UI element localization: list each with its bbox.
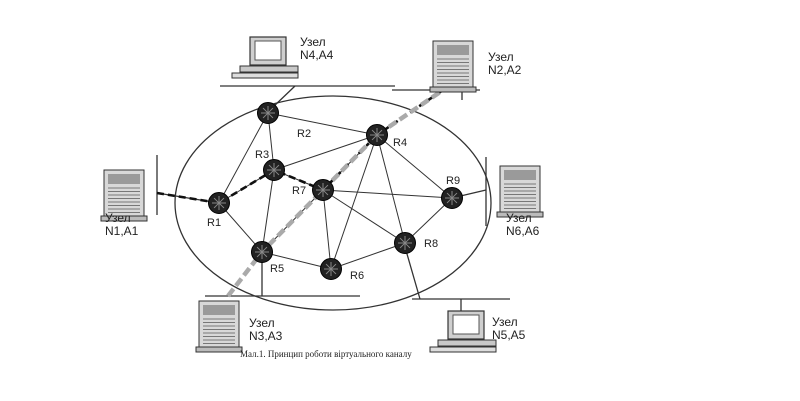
host-label-line2: N3,A3 <box>249 329 283 343</box>
router-r1: R1 <box>207 192 230 229</box>
server-base <box>429 86 477 93</box>
monitor-screen <box>452 314 480 335</box>
router-arrow <box>268 164 280 176</box>
router-r3: R3 <box>255 149 285 181</box>
router-label: R3 <box>255 149 269 161</box>
bus-n4-drop <box>271 85 296 109</box>
router-r2: R2 <box>257 102 311 140</box>
server-bay <box>504 170 536 180</box>
server-base <box>195 346 243 353</box>
router-label: R1 <box>207 217 221 229</box>
router-arrow <box>371 129 383 141</box>
host-label-line2: N1,A1 <box>105 224 139 238</box>
computer-case <box>437 339 497 347</box>
router-label: R7 <box>292 185 306 197</box>
computer-case <box>239 65 299 73</box>
server-base <box>100 215 148 222</box>
link-r3-r5 <box>261 169 275 253</box>
router-label: R8 <box>424 238 438 250</box>
router-r7: R7 <box>292 179 334 201</box>
server-bay <box>437 45 469 55</box>
router-arrow <box>317 184 329 196</box>
server-bay <box>203 305 235 315</box>
router-arrow <box>213 197 225 209</box>
link-r4-r6 <box>330 134 378 270</box>
host-label-line1: Узел <box>488 50 514 64</box>
link-r4-r8 <box>376 134 406 244</box>
host-label-line1: Узел <box>506 211 532 225</box>
server-bay <box>108 174 140 184</box>
router-arrow <box>256 246 268 258</box>
host-label-line2: N5,A5 <box>492 328 526 342</box>
vc-black-path <box>156 86 447 205</box>
router-r9: R9 <box>441 175 463 209</box>
link-r2-r4 <box>267 112 378 136</box>
router-r8: R8 <box>394 232 438 254</box>
link-r4-r9 <box>376 134 453 199</box>
host-label-line2: N6,A6 <box>506 224 540 238</box>
link-r7-r9 <box>322 189 453 199</box>
host-label-line1: Узел <box>249 316 275 330</box>
hosts-layer: УзелN1,A1УзелN2,A2УзелN3,A3УзелN4,A4Узел… <box>100 35 544 353</box>
router-arrow <box>399 237 411 249</box>
router-arrow <box>262 107 274 119</box>
router-label: R9 <box>446 175 460 187</box>
virtual-channels-layer <box>156 86 448 298</box>
router-r5: R5 <box>251 241 284 275</box>
router-label: R5 <box>270 263 284 275</box>
host-label-line2: N4,A4 <box>300 48 334 62</box>
network-boundary <box>174 95 492 311</box>
link-r1-r2 <box>218 112 269 204</box>
router-arrow <box>325 263 337 275</box>
host-label-line1: Узел <box>492 315 518 329</box>
router-label: R4 <box>393 137 407 149</box>
host-label-line1: Узел <box>105 211 131 225</box>
monitor-screen <box>254 40 282 61</box>
figure-caption: Мал.1. Принцип роботи віртуального канал… <box>240 349 412 359</box>
router-label: R6 <box>350 270 364 282</box>
host-label-line1: Узел <box>300 35 326 49</box>
link-r5-r6 <box>261 251 332 270</box>
link-r6-r7 <box>322 189 332 270</box>
link-r7-r8 <box>322 189 406 244</box>
vc-gray-path <box>226 86 448 298</box>
router-r4: R4 <box>366 124 407 149</box>
router-label: R2 <box>297 128 311 140</box>
bus-n5-up <box>404 246 421 300</box>
link-r3-r4 <box>273 134 378 171</box>
host-label-line2: N2,A2 <box>488 63 522 77</box>
router-r6: R6 <box>320 258 364 282</box>
keyboard-icon <box>429 346 497 353</box>
keyboard-icon <box>231 72 299 79</box>
router-arrow <box>446 192 458 204</box>
server-base <box>496 211 544 218</box>
link-r6-r8 <box>330 242 406 270</box>
